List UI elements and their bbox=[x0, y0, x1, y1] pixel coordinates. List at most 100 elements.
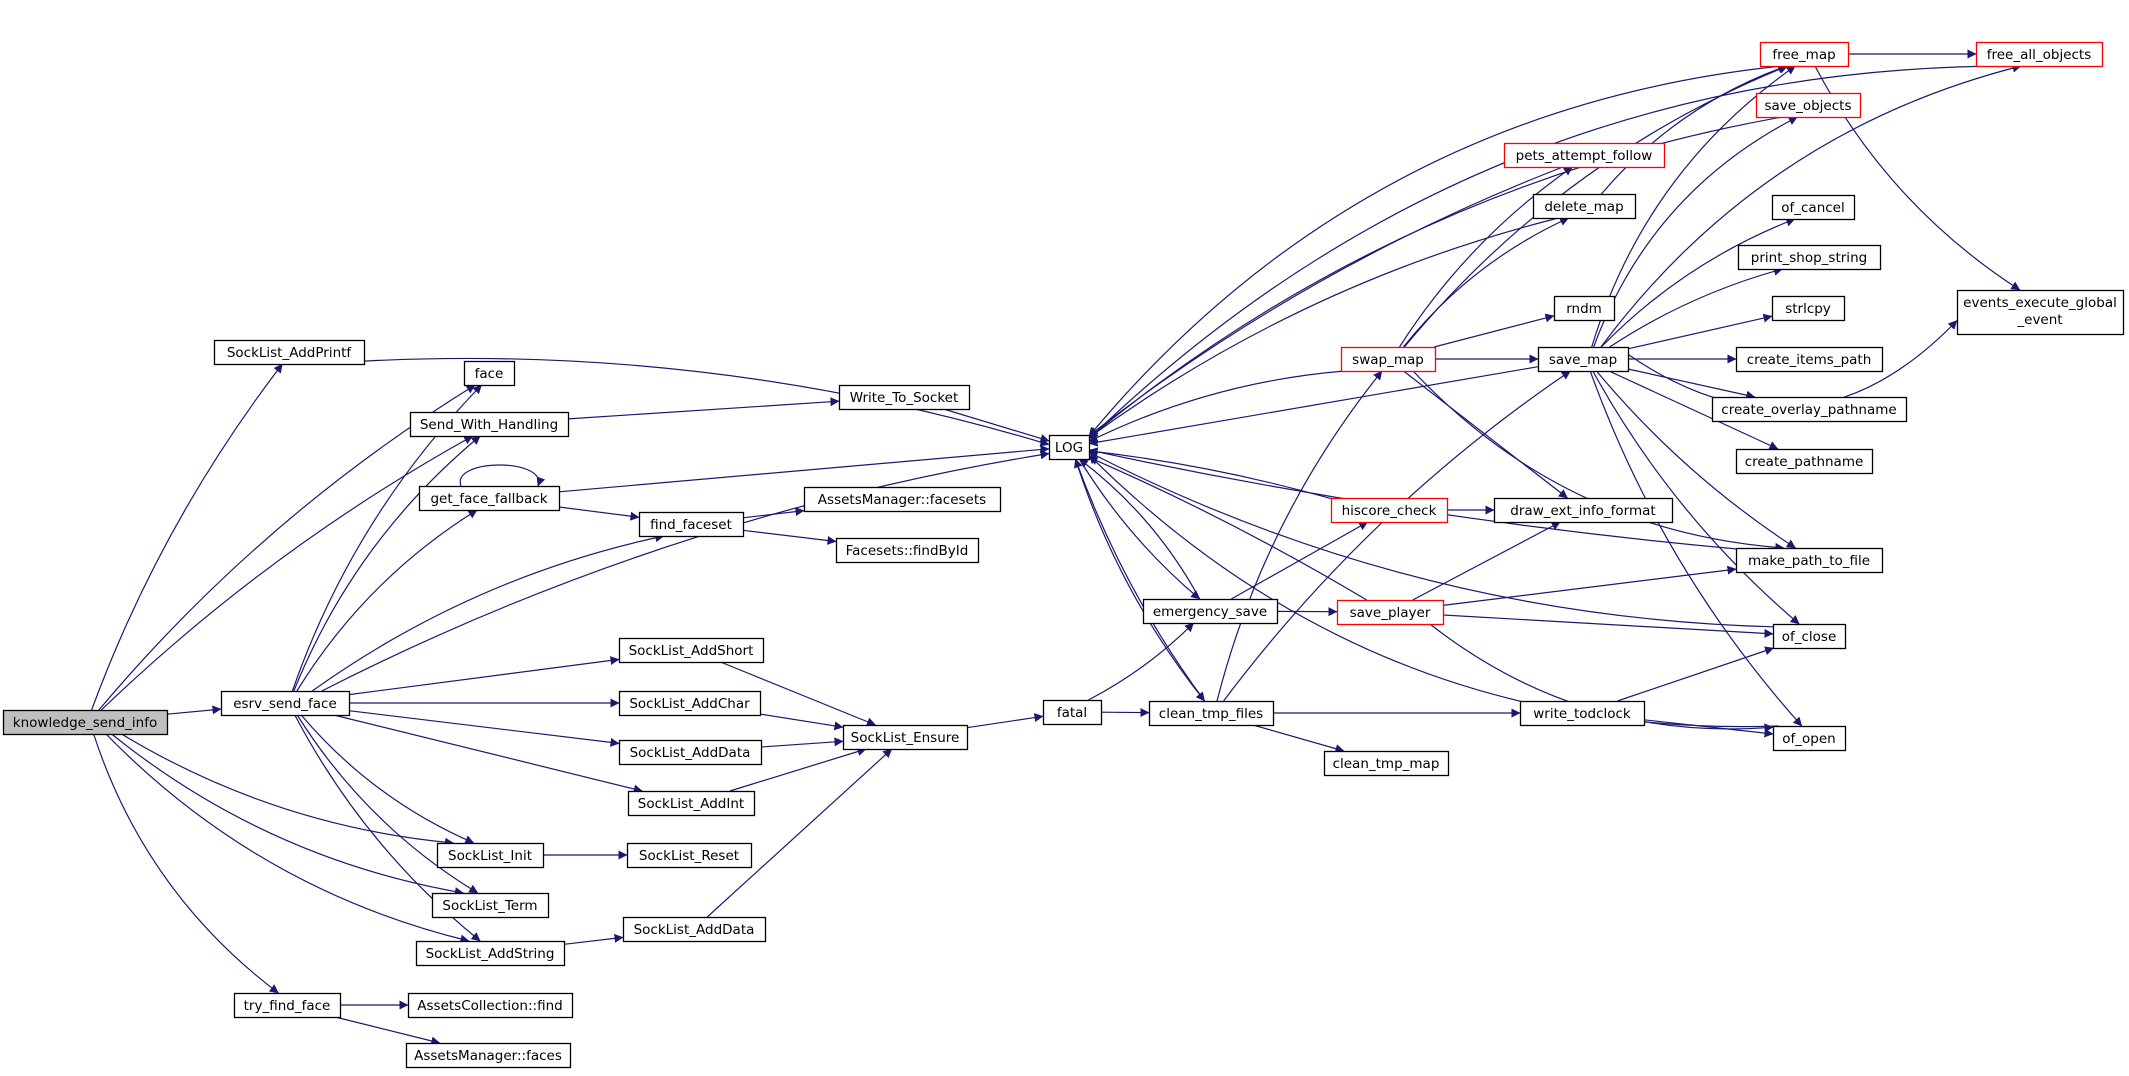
node-hiscore-check[interactable]: hiscore_check bbox=[1330, 497, 1449, 524]
node-of-cancel[interactable]: of_cancel bbox=[1771, 194, 1856, 221]
node-free-map[interactable]: free_map bbox=[1759, 41, 1850, 68]
node-socklist-ensure[interactable]: SockList_Ensure bbox=[842, 724, 969, 751]
node-pets-attempt-follow[interactable]: pets_attempt_follow bbox=[1503, 142, 1666, 169]
node-socklist-addshort[interactable]: SockList_AddShort bbox=[618, 637, 765, 664]
node-socklist-init[interactable]: SockList_Init bbox=[436, 842, 545, 869]
node-fatal[interactable]: fatal bbox=[1042, 699, 1103, 726]
node-label: hiscore_check bbox=[1342, 503, 1437, 519]
node-log[interactable]: LOG bbox=[1048, 434, 1091, 461]
node-assetsmanager-faces[interactable]: AssetsManager::faces bbox=[405, 1042, 572, 1069]
node-assetsmanager-facesets[interactable]: AssetsManager::facesets bbox=[803, 486, 1002, 513]
node-box bbox=[1330, 497, 1449, 524]
edge-save_map-to-print_shop_string bbox=[1609, 266, 1783, 348]
node-find-faceset[interactable]: find_faceset bbox=[638, 511, 745, 538]
edge-SockList_AddString-to-SockList_AddData_2 bbox=[563, 933, 624, 945]
edge-save_map-to-LOG bbox=[1088, 366, 1539, 447]
node-knowledge-send-info[interactable]: knowledge_send_info bbox=[2, 709, 169, 736]
edge-SockList_AddShort-to-SockList_Ensure bbox=[720, 661, 876, 726]
node-save-objects[interactable]: save_objects bbox=[1755, 92, 1862, 119]
node-label: of_cancel bbox=[1781, 200, 1845, 216]
edge-esrv_send_face-to-SockList_AddData_1 bbox=[348, 710, 620, 747]
node-socklist-term[interactable]: SockList_Term bbox=[431, 892, 550, 919]
node-swap-map[interactable]: swap_map bbox=[1340, 346, 1437, 373]
node-events-execute-global-event[interactable]: events_execute_global_event bbox=[1956, 289, 2125, 336]
node-create-items-path[interactable]: create_items_path bbox=[1735, 346, 1884, 373]
node-box bbox=[436, 842, 545, 869]
node-save-player[interactable]: save_player bbox=[1336, 599, 1445, 626]
node-rndm[interactable]: rndm bbox=[1553, 295, 1616, 322]
node-make-path-to-file[interactable]: make_path_to_file bbox=[1735, 547, 1884, 574]
node-label: write_todclock bbox=[1533, 706, 1631, 722]
node-label: save_player bbox=[1350, 605, 1431, 621]
node-clean-tmp-map[interactable]: clean_tmp_map bbox=[1323, 750, 1450, 777]
node-box bbox=[1048, 434, 1091, 461]
node-label: get_face_fallback bbox=[430, 491, 547, 507]
edge-swap_map-to-delete_map bbox=[1402, 217, 1570, 348]
node-socklist-reset[interactable]: SockList_Reset bbox=[626, 842, 753, 869]
edge-save_player-to-LOG bbox=[1088, 456, 1368, 601]
node-send-with-handling[interactable]: Send_With_Handling bbox=[409, 411, 570, 438]
node-create-overlay-pathname[interactable]: create_overlay_pathname bbox=[1711, 396, 1908, 423]
node-box bbox=[1042, 699, 1103, 726]
node-get-face-fallback[interactable]: get_face_fallback bbox=[418, 485, 561, 512]
edge-knowledge_send_info-to-Send_With_Handling bbox=[100, 435, 474, 711]
edge-save_map-to-create_overlay_pathname bbox=[1627, 368, 1756, 400]
node-create-pathname[interactable]: create_pathname bbox=[1735, 448, 1874, 475]
node-label: free_all_objects bbox=[1987, 47, 2092, 63]
node-emergency-save[interactable]: emergency_save bbox=[1142, 598, 1279, 625]
node-strlcpy[interactable]: strlcpy bbox=[1771, 295, 1846, 322]
node-socklist-addstring[interactable]: SockList_AddString bbox=[415, 940, 566, 967]
edge-emergency_save-to-LOG bbox=[1078, 458, 1201, 600]
edge-esrv_send_face-to-Send_With_Handling bbox=[293, 435, 481, 692]
node-draw-ext-info-format[interactable]: draw_ext_info_format bbox=[1493, 497, 1674, 524]
node-print-shop-string[interactable]: print_shop_string bbox=[1737, 244, 1882, 271]
edge-save_objects-to-LOG bbox=[1088, 116, 1783, 439]
node-delete-map[interactable]: delete_map bbox=[1532, 193, 1637, 220]
node-save-map[interactable]: save_map bbox=[1537, 346, 1630, 373]
node-box bbox=[463, 360, 516, 387]
node-label: find_faceset bbox=[650, 517, 732, 533]
node-socklist-adddata-1[interactable]: SockList_AddData bbox=[618, 739, 763, 766]
node-free-all-objects[interactable]: free_all_objects bbox=[1975, 41, 2104, 68]
node-box bbox=[1323, 750, 1450, 777]
node-label: pets_attempt_follow bbox=[1516, 148, 1653, 164]
node-clean-tmp-files[interactable]: clean_tmp_files bbox=[1148, 700, 1275, 727]
node-label: rndm bbox=[1566, 301, 1602, 317]
edge-knowledge_send_info-to-SockList_AddPrintf bbox=[91, 363, 283, 711]
node-assetscollection-find[interactable]: AssetsCollection::find bbox=[407, 992, 574, 1019]
edge-esrv_send_face-to-get_face_fallback bbox=[296, 509, 478, 692]
edge-SockList_AddInt-to-SockList_Ensure bbox=[729, 747, 867, 792]
node-of-close[interactable]: of_close bbox=[1772, 623, 1847, 650]
node-label-line: events_execute_global bbox=[1963, 295, 2117, 311]
node-box bbox=[1772, 725, 1847, 752]
node-facesets-findbyid[interactable]: Facesets::findById bbox=[835, 537, 980, 564]
node-box bbox=[213, 339, 366, 366]
node-socklist-adddata-2[interactable]: SockList_AddData bbox=[622, 916, 767, 943]
edge-knowledge_send_info-to-try_find_face bbox=[93, 733, 279, 994]
node-write-todclock[interactable]: write_todclock bbox=[1519, 700, 1646, 727]
node-socklist-addint[interactable]: SockList_AddInt bbox=[627, 790, 756, 817]
node-write-to-socket[interactable]: Write_To_Socket bbox=[838, 384, 971, 411]
node-of-open[interactable]: of_open bbox=[1772, 725, 1847, 752]
edge-try_find_face-to-AssetsManager_faces bbox=[335, 1016, 441, 1046]
node-box bbox=[1735, 346, 1884, 373]
node-socklist-addprintf[interactable]: SockList_AddPrintf bbox=[213, 339, 366, 366]
node-label: make_path_to_file bbox=[1748, 553, 1870, 569]
node-label: esrv_send_face bbox=[233, 696, 337, 712]
node-box bbox=[1737, 244, 1882, 271]
node-label: clean_tmp_map bbox=[1333, 756, 1440, 772]
node-try-find-face[interactable]: try_find_face bbox=[233, 992, 342, 1019]
node-box bbox=[415, 940, 566, 967]
node-esrv-send-face[interactable]: esrv_send_face bbox=[220, 690, 351, 717]
edge-knowledge_send_info-to-SockList_Term bbox=[111, 733, 464, 896]
edge-save_map-to-strlcpy bbox=[1627, 313, 1773, 350]
node-label: of_open bbox=[1782, 731, 1835, 747]
node-box bbox=[803, 486, 1002, 513]
node-socklist-addchar[interactable]: SockList_AddChar bbox=[618, 690, 762, 717]
edge-save_map-to-make_path_to_file bbox=[1596, 370, 1796, 549]
node-label: AssetsManager::facesets bbox=[818, 492, 986, 508]
node-label: swap_map bbox=[1352, 352, 1424, 368]
node-box bbox=[418, 485, 561, 512]
node-box bbox=[1503, 142, 1666, 169]
node-face[interactable]: face bbox=[463, 360, 516, 387]
